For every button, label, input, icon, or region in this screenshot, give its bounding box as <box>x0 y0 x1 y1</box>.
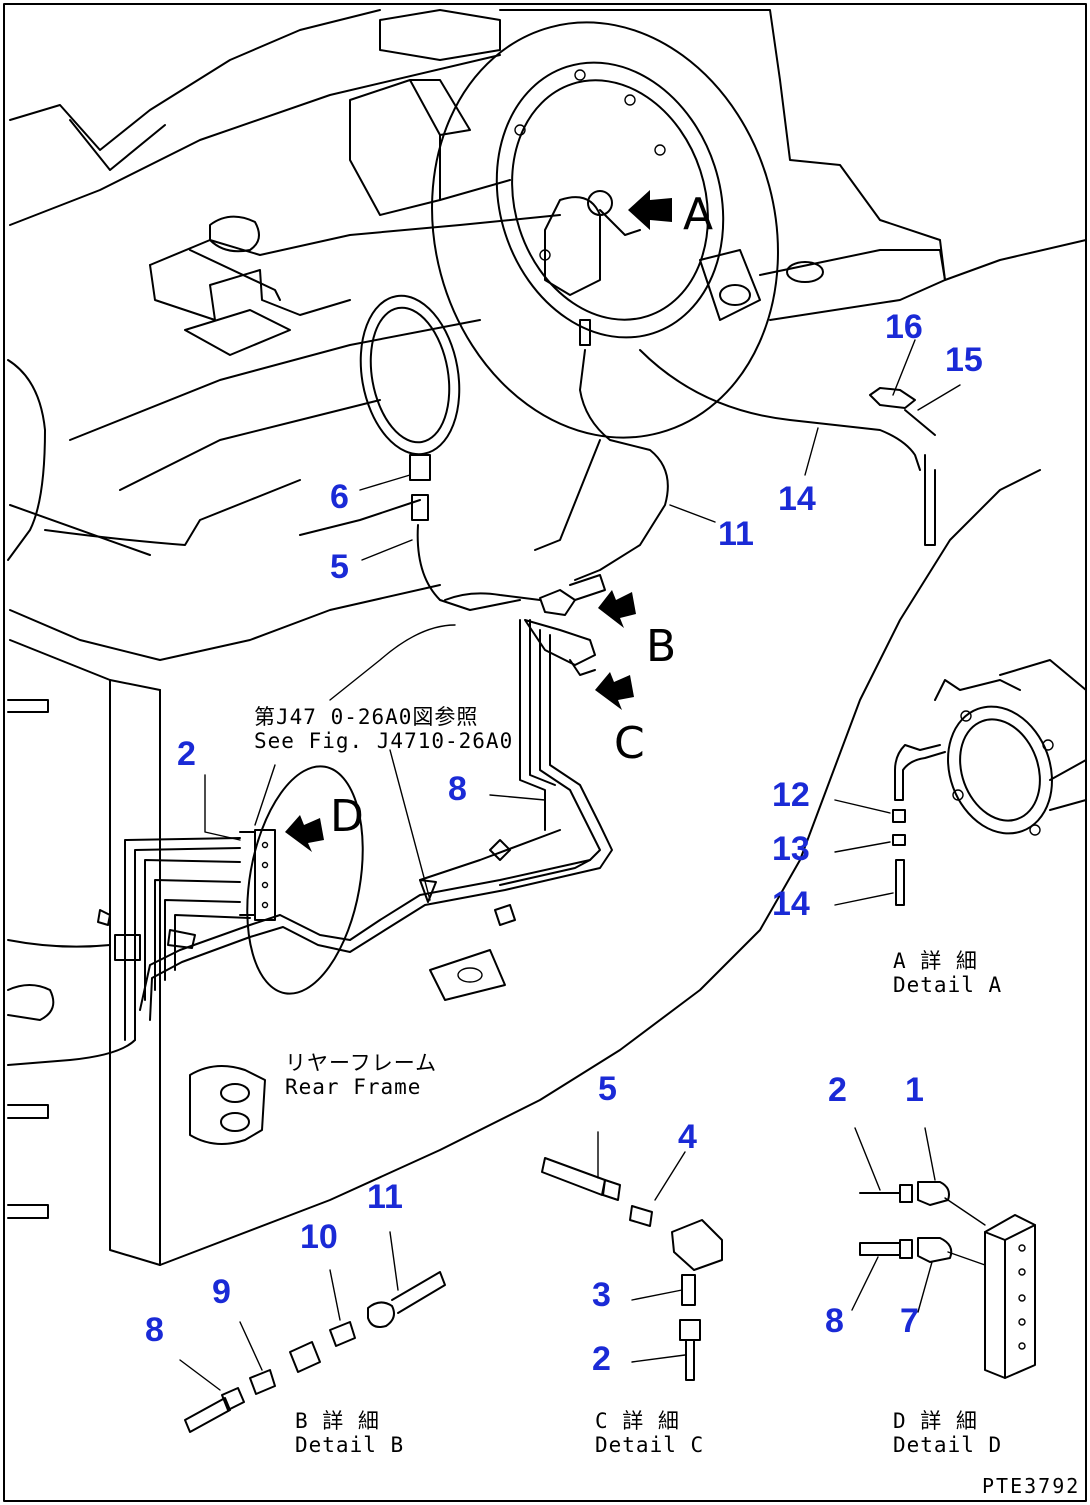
detail-d-caption-jp: D 詳 細 <box>893 1409 978 1433</box>
detail-b-callout-11: 11 <box>367 1178 403 1216</box>
detail-c-callout-3: 3 <box>592 1276 611 1314</box>
detail-a-callout-12: 12 <box>772 776 810 814</box>
callout-2: 2 <box>177 735 196 773</box>
drawing-border <box>3 3 1087 1502</box>
callout-16: 16 <box>885 308 923 346</box>
detail-c-caption: C 詳 細 Detail C <box>595 1409 705 1457</box>
detail-b-drawing <box>179 1231 446 1433</box>
callout-5: 5 <box>330 548 349 586</box>
callout-15: 15 <box>945 341 983 379</box>
detail-d-caption-en: Detail D <box>893 1432 1003 1457</box>
detail-b-caption-en: Detail B <box>295 1432 405 1457</box>
detail-c-caption-jp: C 詳 細 <box>595 1409 680 1433</box>
reference-note-jp: 第J47 0-26A0図参照 <box>254 705 479 729</box>
reference-note-en: See Fig. J4710-26A0 <box>254 728 514 753</box>
reference-note: 第J47 0-26A0図参照 See Fig. J4710-26A0 <box>254 705 514 753</box>
frame-opening-inner <box>369 306 451 444</box>
detail-d-caption: D 詳 細 Detail D <box>893 1409 1003 1457</box>
detail-c-callout-5: 5 <box>598 1070 617 1108</box>
view-arrow-b <box>598 590 636 628</box>
detail-d-callout-8: 8 <box>825 1302 844 1340</box>
view-label-c: C <box>614 718 645 769</box>
detail-b-callout-8: 8 <box>145 1311 164 1349</box>
detail-b-callout-9: 9 <box>212 1273 231 1311</box>
rear-frame-label-jp: リヤーフレーム <box>285 1051 438 1075</box>
detail-c-callout-4: 4 <box>678 1118 697 1156</box>
callout-6: 6 <box>330 478 349 516</box>
machine-frame-lines <box>7 9 1087 1266</box>
detail-c-drawing <box>541 1131 723 1381</box>
detail-d-callout-2: 2 <box>828 1071 847 1109</box>
detail-a-caption-en: Detail A <box>893 972 1003 997</box>
transmission-housing <box>431 21 946 439</box>
view-arrows <box>285 190 672 852</box>
detail-b-caption-jp: B 詳 細 <box>295 1409 380 1433</box>
rear-frame-label: リヤーフレーム Rear Frame <box>285 1051 438 1099</box>
detail-a-callout-13: 13 <box>772 830 810 868</box>
view-arrow-a <box>628 190 672 230</box>
hose-lines <box>97 349 936 1145</box>
detail-a-callout-14: 14 <box>772 885 810 923</box>
detail-b-caption: B 詳 細 Detail B <box>295 1409 405 1457</box>
figure-code: PTE3792 <box>982 1474 1081 1498</box>
detail-a-drawing <box>834 659 1087 906</box>
detail-b-callout-10: 10 <box>300 1218 338 1256</box>
detail-d-callout-7: 7 <box>900 1302 919 1340</box>
view-arrow-c <box>595 672 634 710</box>
detail-a-caption-jp: A 詳 細 <box>893 949 978 973</box>
detail-a-caption: A 詳 細 Detail A <box>893 949 1003 997</box>
callout-11: 11 <box>718 515 754 553</box>
detail-d-drawing <box>851 1127 1036 1379</box>
detail-c-callout-2: 2 <box>592 1340 611 1378</box>
frame-opening <box>359 294 461 456</box>
detail-d-callout-1: 1 <box>905 1071 924 1109</box>
view-label-a: A <box>683 189 714 240</box>
leader-lines <box>204 339 961 841</box>
view-arrow-d <box>285 815 324 852</box>
callout-14: 14 <box>778 480 816 518</box>
callout-8: 8 <box>448 770 467 808</box>
view-label-d: D <box>330 791 364 842</box>
rear-frame-label-en: Rear Frame <box>285 1074 422 1099</box>
detail-c-caption-en: Detail C <box>595 1432 705 1457</box>
view-label-b: B <box>646 621 677 672</box>
